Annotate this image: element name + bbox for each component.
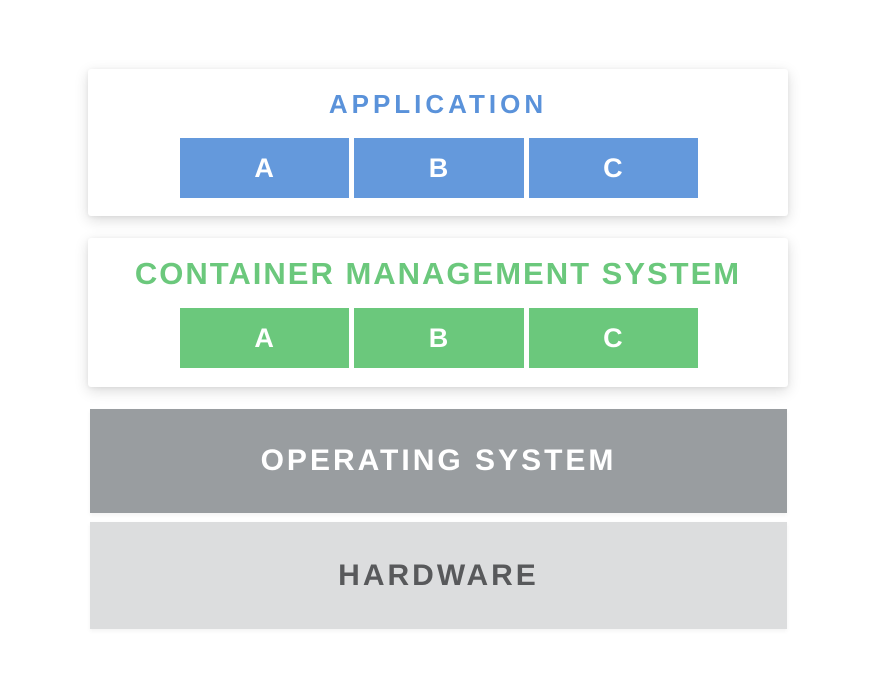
- cms-container-c-label: C: [603, 322, 624, 353]
- hardware-layer: HARDWARE: [90, 522, 787, 629]
- application-layer-card: APPLICATION A B C: [88, 69, 788, 216]
- operating-system-layer: OPERATING SYSTEM: [90, 409, 787, 513]
- cms-container-c: C: [528, 308, 698, 368]
- application-container-c: C: [528, 138, 698, 198]
- operating-system-label: OPERATING SYSTEM: [260, 444, 617, 477]
- application-container-b-label: B: [428, 152, 450, 183]
- application-container-a: A: [180, 138, 350, 198]
- application-container-c-label: C: [603, 152, 624, 183]
- cms-container-b: B: [354, 308, 524, 368]
- application-container-a-label: A: [254, 152, 275, 183]
- cms-container-a: A: [180, 308, 350, 368]
- application-container-b: B: [354, 138, 524, 198]
- hardware-label: HARDWARE: [338, 558, 539, 592]
- cms-container-b-label: B: [428, 322, 450, 353]
- container-management-layer-card: CONTAINER MANAGEMENT SYSTEM A B C: [88, 238, 788, 387]
- container-management-layer-title: CONTAINER MANAGEMENT SYSTEM: [134, 256, 742, 291]
- application-containers-row: A B C: [180, 138, 698, 198]
- application-layer-title: APPLICATION: [328, 89, 548, 119]
- cms-container-a-label: A: [254, 322, 275, 353]
- cms-containers-row: A B C: [180, 308, 698, 368]
